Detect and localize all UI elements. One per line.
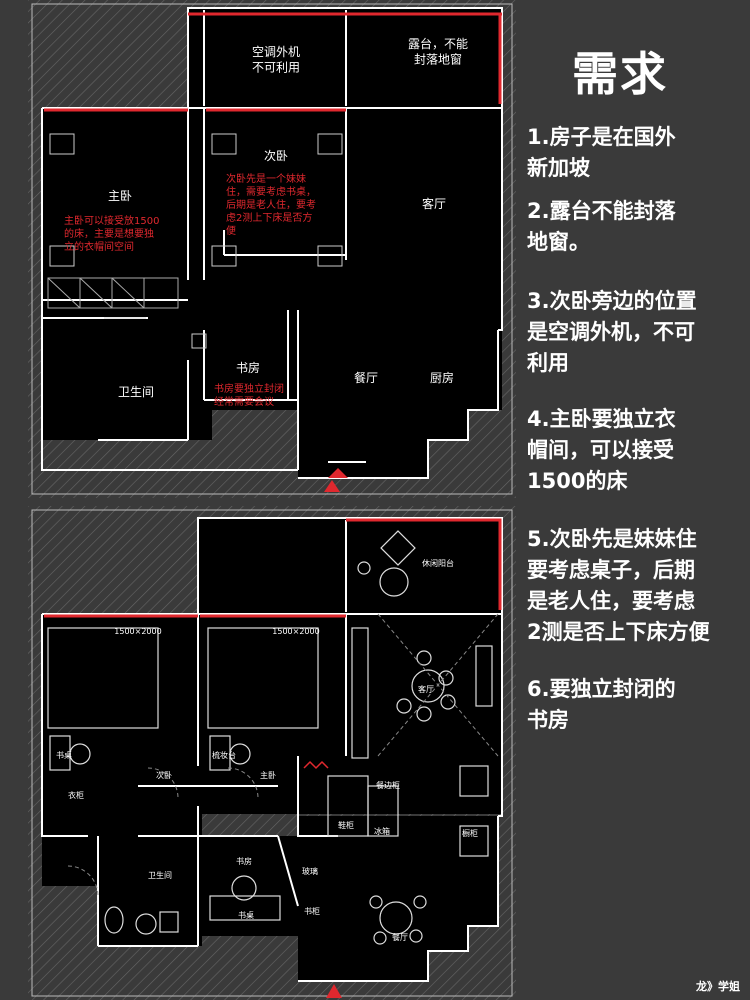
label-master-bed: 主卧 <box>260 770 276 780</box>
label-living: 客厅 <box>418 684 434 694</box>
credit-watermark: 龙》学姐 <box>696 980 740 993</box>
entry-marker <box>328 468 348 478</box>
floor-area <box>42 518 502 981</box>
label-bed-size-2: 1500×2000 <box>272 627 319 636</box>
walls <box>41 7 503 479</box>
label-ac: 空调外机不可利用 <box>252 45 300 75</box>
label-second: 次卧 <box>264 149 288 163</box>
requirements-panel: 需求 1.房子是在国外 新加坡 2.露台不能封落 地窗。 3.次卧旁边的位置 是… <box>522 30 750 750</box>
label-leisure-balcony: 休闲阳台 <box>422 558 454 568</box>
label-living: 客厅 <box>422 196 446 211</box>
redesigned-floor-plan: 休闲阳台 客厅 餐厅 书房 主卧 次卧 卫生间 玻璃 书桌 书柜 橱柜 冰箱 衣… <box>28 506 516 1000</box>
label-fridge: 冰箱 <box>374 826 390 836</box>
label-desk-small-1: 书桌 <box>56 750 72 760</box>
requirement-3: 3.次卧旁边的位置 是空调外机，不可 利用 <box>527 289 697 375</box>
red-accent-lines <box>44 518 502 618</box>
label-cabinet: 橱柜 <box>462 828 478 838</box>
note-study: 书房要独立封闭经常需要会议 <box>214 382 284 408</box>
original-floor-plan: 空调外机不可利用 露台，不能封落地窗 主卧 次卧 客厅 书房 卫生间 餐厅 厨房… <box>28 0 516 498</box>
label-dining: 餐厅 <box>392 933 408 942</box>
requirement-5: 5.次卧先是妹妹住 要考虑桌子，后期 是老人住，要考虑 2测是否上下床方便 <box>527 527 710 644</box>
label-study: 书房 <box>236 360 260 375</box>
label-bookshelf: 书柜 <box>304 906 320 916</box>
fixture-symbols <box>49 133 343 349</box>
requirement-1: 1.房子是在国外 新加坡 <box>527 125 676 180</box>
requirement-4: 4.主卧要独立衣 帽间，可以接受 1500的床 <box>527 407 676 493</box>
plan-labels: 休闲阳台 客厅 餐厅 书房 主卧 次卧 卫生间 玻璃 书桌 书柜 橱柜 冰箱 衣… <box>56 558 478 942</box>
note-second: 次卧先是一个妹妹住，需要考虑书桌，后期是老人住，要考虑2测上下床是否方便 <box>226 172 316 237</box>
second-bed <box>207 627 319 729</box>
label-bath: 卫生间 <box>118 385 154 399</box>
label-desk-small-2: 梳妆台 <box>212 750 236 760</box>
entry-marker <box>326 984 342 998</box>
label-bed-size-1: 1500×2000 <box>114 627 161 636</box>
floor-area <box>42 8 502 478</box>
master-bed <box>47 627 159 729</box>
label-kitchen: 厨房 <box>430 370 454 385</box>
label-master: 主卧 <box>108 189 132 203</box>
requirements-title: 需求 <box>572 47 668 101</box>
door-swings <box>67 613 499 897</box>
label-dining: 餐厅 <box>354 370 378 385</box>
requirement-2: 2.露台不能封落 地窗。 <box>527 199 676 254</box>
label-second-bed: 次卧 <box>156 770 172 780</box>
red-accent-lines <box>44 12 502 112</box>
label-wardrobe: 衣柜 <box>68 790 84 800</box>
furniture <box>47 530 493 945</box>
label-balcony: 露台，不能封落地窗 <box>408 36 468 67</box>
label-bath: 卫生间 <box>148 870 172 880</box>
walls <box>41 517 503 982</box>
label-desk: 书桌 <box>238 910 254 920</box>
label-glass: 玻璃 <box>302 866 318 876</box>
label-shoe-cabinet: 鞋柜 <box>338 820 354 830</box>
room-labels: 空调外机不可利用 露台，不能封落地窗 主卧 次卧 客厅 书房 卫生间 餐厅 厨房 <box>108 36 468 399</box>
requirement-6: 6.要独立封闭的 书房 <box>527 677 676 732</box>
label-sideboard: 餐边柜 <box>376 780 400 790</box>
zigzag-marker <box>303 760 329 770</box>
wardrobe-grid <box>47 277 179 309</box>
label-study: 书房 <box>236 856 252 866</box>
